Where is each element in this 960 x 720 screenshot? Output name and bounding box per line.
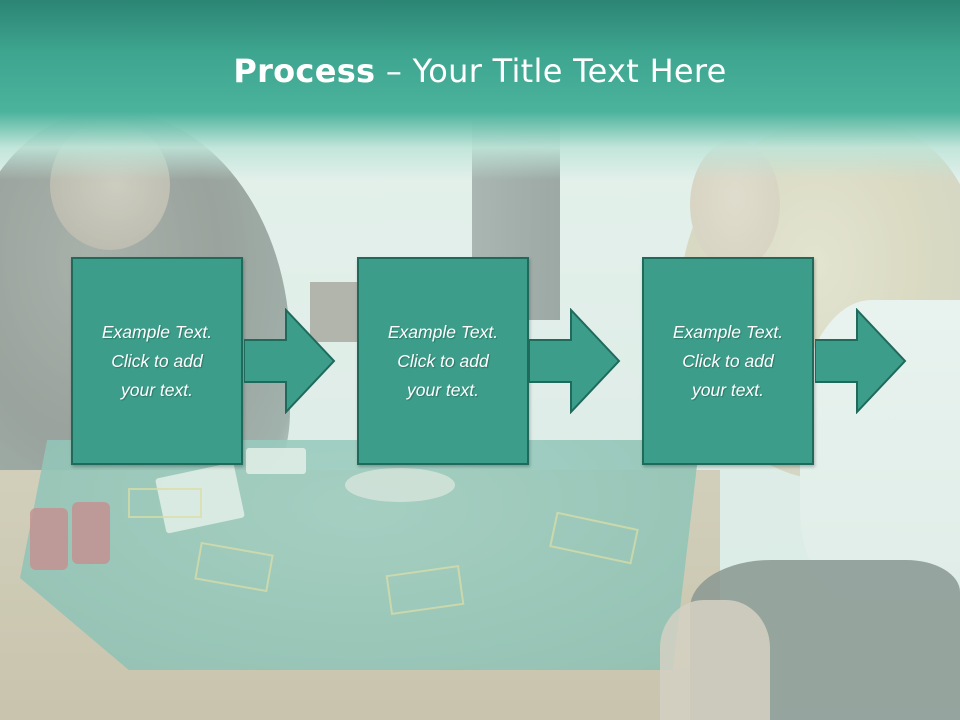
photo-chip-stack: [30, 508, 68, 570]
photo-cards: [246, 448, 306, 474]
step-3-text[interactable]: Example Text. Click to add your text.: [672, 321, 784, 400]
process-step-2[interactable]: Example Text. Click to add your text.: [357, 257, 529, 465]
step-2-arrow-icon: [529, 308, 621, 414]
photo-card-shoe: [310, 282, 358, 342]
step-3-arrow-icon: [815, 308, 907, 414]
title-bar: [0, 0, 960, 180]
photo-chips: [345, 468, 455, 502]
title-bold: Process: [233, 52, 376, 90]
title-rest: – Your Title Text Here: [375, 52, 727, 90]
process-step-1[interactable]: Example Text. Click to add your text.: [71, 257, 243, 465]
step-2-text[interactable]: Example Text. Click to add your text.: [387, 321, 499, 400]
slide-title[interactable]: Process – Your Title Text Here: [0, 52, 960, 90]
photo-woman-leg: [660, 600, 770, 720]
photo-felt-box: [128, 488, 202, 518]
step-1-text[interactable]: Example Text. Click to add your text.: [101, 321, 213, 400]
process-step-3[interactable]: Example Text. Click to add your text.: [642, 257, 814, 465]
photo-chip-stack: [72, 502, 110, 564]
step-1-arrow-icon: [244, 308, 336, 414]
